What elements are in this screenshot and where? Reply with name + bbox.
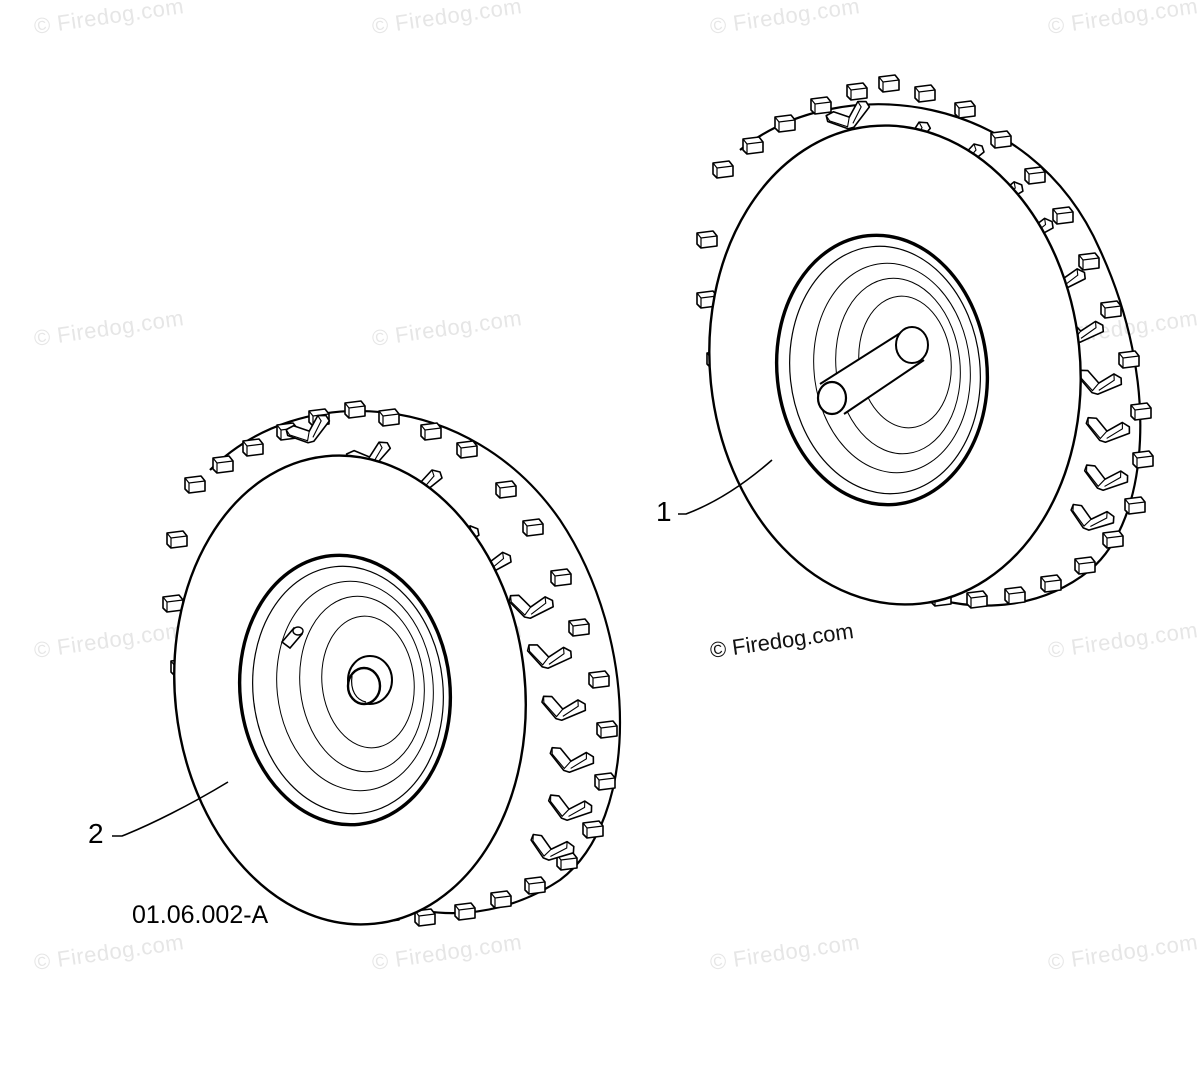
figure-id: 01.06.002-A	[132, 901, 269, 929]
wheel-right	[696, 74, 1154, 609]
valve-stem	[280, 626, 304, 650]
wheel-left	[162, 400, 621, 927]
leader-lines	[112, 459, 773, 837]
callout-1: 1	[656, 496, 672, 527]
callout-2: 2	[88, 818, 104, 849]
axle-shaft	[816, 326, 929, 416]
